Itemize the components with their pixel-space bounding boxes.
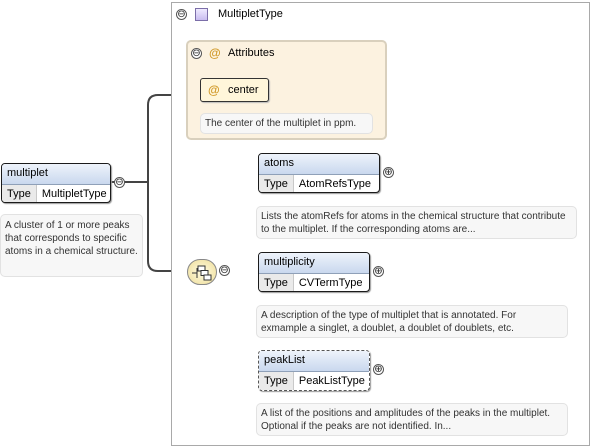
type-label: Type bbox=[2, 185, 37, 202]
collapse-icon[interactable]: ⊖ bbox=[219, 265, 230, 276]
type-label: Type bbox=[259, 372, 294, 390]
root-doc: A cluster of 1 or more peaks that corres… bbox=[0, 214, 143, 277]
collapse-icon[interactable]: ⊖ bbox=[191, 48, 202, 59]
sequence-icon bbox=[192, 265, 212, 281]
attribute-center-doc: The center of the multiplet in ppm. bbox=[200, 113, 373, 134]
collapse-icon[interactable]: ⊖ bbox=[176, 9, 187, 20]
attribute-name: center bbox=[228, 84, 259, 96]
element-name: peakList bbox=[259, 351, 369, 372]
element-peaklist[interactable]: peakList Type PeakListType bbox=[258, 350, 370, 391]
complex-type-name: MultipletType bbox=[218, 8, 283, 20]
expand-icon[interactable]: ⊕ bbox=[373, 266, 384, 277]
element-multiplicity-doc: A description of the type of multiplet t… bbox=[256, 305, 568, 338]
attribute-center-box[interactable]: @ center bbox=[200, 78, 269, 102]
collapse-icon[interactable]: ⊖ bbox=[114, 177, 125, 188]
attribute-icon: @ bbox=[208, 83, 220, 97]
type-value: CVTermType bbox=[298, 277, 363, 289]
element-name: atoms bbox=[259, 154, 379, 175]
attributes-label: Attributes bbox=[228, 47, 275, 59]
attribute-icon: @ bbox=[209, 46, 221, 60]
expand-icon[interactable]: ⊕ bbox=[373, 364, 384, 375]
expand-icon[interactable]: ⊕ bbox=[383, 167, 394, 178]
type-value: AtomRefsType bbox=[298, 178, 371, 190]
element-atoms-doc: Lists the atomRefs for atoms in the chem… bbox=[256, 206, 577, 239]
type-label: Type bbox=[259, 274, 294, 291]
type-label: Type bbox=[259, 175, 294, 192]
element-name: multiplicity bbox=[259, 253, 369, 274]
sequence-compositor[interactable] bbox=[187, 259, 217, 285]
element-multiplicity[interactable]: multiplicity Type CVTermType bbox=[258, 252, 370, 292]
element-peaklist-doc: A list of the positions and amplitudes o… bbox=[256, 403, 568, 436]
root-element-multiplet[interactable]: multiplet Type MultipletType bbox=[1, 163, 111, 203]
type-value: MultipletType bbox=[41, 188, 107, 200]
type-value: PeakListType bbox=[298, 375, 365, 387]
element-atoms[interactable]: atoms Type AtomRefsType bbox=[258, 153, 380, 193]
complex-type-icon bbox=[195, 8, 208, 21]
element-name: multiplet bbox=[2, 164, 110, 185]
